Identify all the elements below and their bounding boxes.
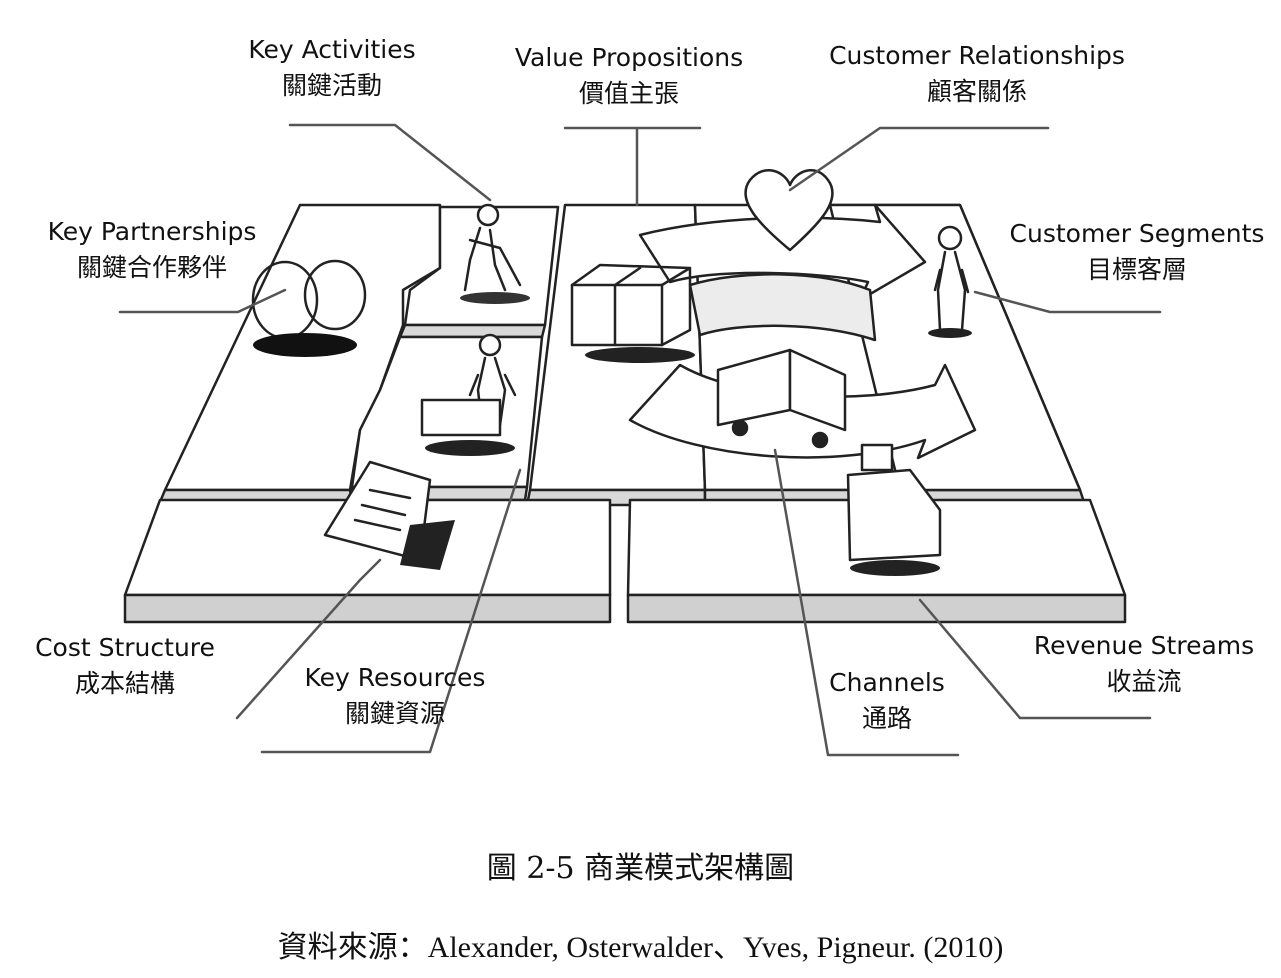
label-revenue-streams-zh: 收益流 bbox=[1106, 667, 1182, 697]
cash-register-icon bbox=[846, 443, 942, 576]
customer-figure bbox=[928, 225, 972, 338]
callout-lines bbox=[118, 123, 1162, 757]
document-icon bbox=[323, 460, 455, 570]
label-value-propositions-en: Value Propositions bbox=[514, 43, 744, 72]
label-cost-structure: Cost Structure 成本結構 bbox=[22, 630, 228, 703]
label-cost-structure-zh: 成本結構 bbox=[74, 669, 175, 699]
label-channels-en: Channels bbox=[829, 668, 945, 697]
heart-icon bbox=[744, 169, 834, 252]
label-key-partnerships-zh: 關鍵合作夥伴 bbox=[76, 253, 227, 283]
label-key-resources: Key Resources 關鍵資源 bbox=[292, 660, 498, 733]
label-channels: Channels 通路 bbox=[812, 665, 962, 738]
label-customer-segments-en: Customer Segments bbox=[1009, 219, 1265, 248]
figure-source: 資料來源：Alexander, Osterwalder、Yves, Pigneu… bbox=[277, 931, 1004, 964]
relationship-arrow bbox=[638, 203, 927, 302]
worker-figure bbox=[460, 203, 530, 304]
label-channels-zh: 通路 bbox=[861, 704, 912, 734]
label-customer-segments-zh: 目標客層 bbox=[1086, 255, 1187, 285]
gift-box-icon bbox=[570, 263, 695, 363]
label-value-propositions-zh: 價值主張 bbox=[578, 79, 679, 109]
label-customer-relationships-zh: 顧客關係 bbox=[926, 77, 1027, 107]
label-cost-structure-en: Cost Structure bbox=[35, 633, 215, 662]
label-key-activities: Key Activities 關鍵活動 bbox=[232, 32, 432, 105]
truck-icon bbox=[716, 348, 847, 449]
label-revenue-streams-en: Revenue Streams bbox=[1033, 631, 1255, 660]
label-key-partnerships-en: Key Partnerships bbox=[47, 217, 257, 246]
label-revenue-streams: Revenue Streams 收益流 bbox=[1022, 628, 1266, 701]
label-customer-segments: Customer Segments 目標客層 bbox=[1002, 216, 1272, 289]
rings-icon bbox=[251, 259, 367, 357]
label-key-activities-zh: 關鍵活動 bbox=[281, 71, 382, 101]
label-key-activities-en: Key Activities bbox=[248, 35, 416, 64]
label-key-resources-zh: 關鍵資源 bbox=[344, 699, 445, 729]
label-key-partnerships: Key Partnerships 關鍵合作夥伴 bbox=[34, 214, 270, 287]
label-key-resources-en: Key Resources bbox=[304, 663, 486, 692]
resource-figure bbox=[420, 333, 517, 456]
label-customer-relationships: Customer Relationships 顧客關係 bbox=[812, 38, 1142, 111]
figure-caption: 圖 2-5 商業模式架構圖 bbox=[486, 851, 795, 886]
label-value-propositions: Value Propositions 價值主張 bbox=[498, 40, 760, 113]
label-customer-relationships-en: Customer Relationships bbox=[829, 41, 1125, 70]
